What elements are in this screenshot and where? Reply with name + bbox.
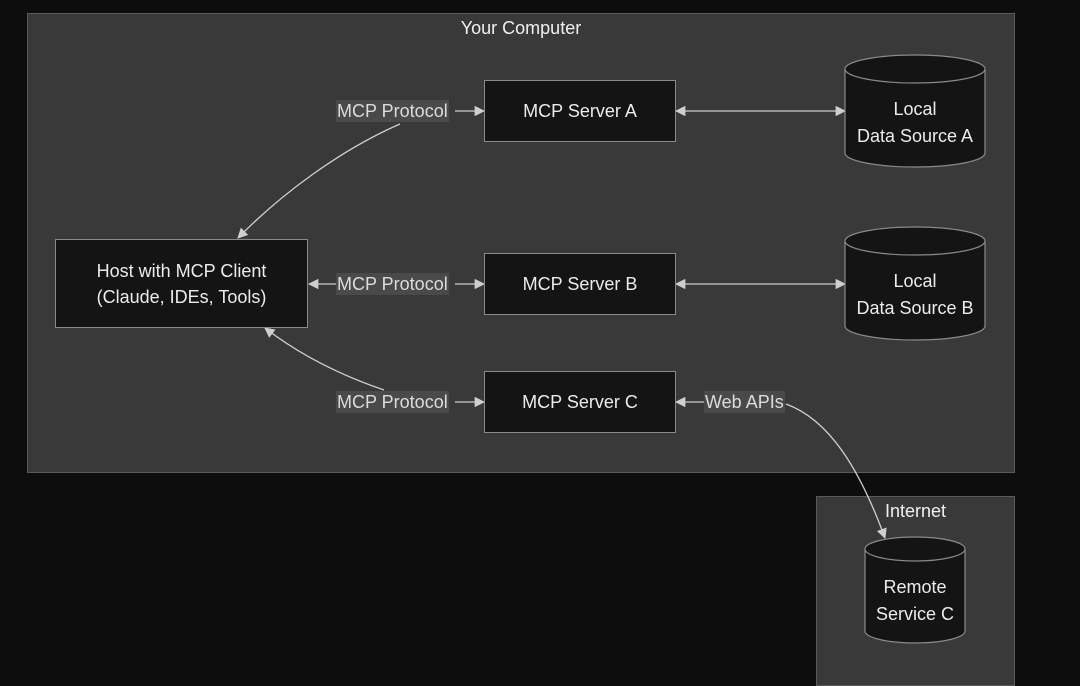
node-server-a-label: MCP Server A	[523, 101, 637, 121]
node-server-b-label: MCP Server B	[522, 274, 638, 294]
edge-host-to-server-c-curve	[264, 327, 385, 391]
node-remote-c-line2: Service C	[875, 604, 955, 624]
node-host-mcp-client: Host with MCP Client (Claude, IDEs, Tool…	[55, 239, 308, 328]
node-local-data-source-b: Local Data Source B	[845, 254, 985, 336]
edge-web-apis-to-remote-c	[785, 403, 887, 539]
edge-host-to-server-a-curve	[237, 123, 401, 239]
node-local-data-source-a: Local Data Source A	[845, 82, 985, 164]
edge-label-host-server-c: MCP Protocol	[336, 391, 449, 413]
node-source-a-line1: Local	[893, 99, 937, 119]
node-source-b-line1: Local	[893, 271, 937, 291]
node-source-b-line2: Data Source B	[856, 298, 974, 318]
node-source-a-line2: Data Source A	[856, 126, 974, 146]
node-mcp-server-c: MCP Server C	[484, 371, 676, 433]
cylinder-source-b-shape	[844, 226, 986, 341]
node-host-line1: Host with MCP Client	[96, 260, 267, 281]
cluster-title-internet: Internet	[884, 501, 947, 521]
node-remote-service-c: Remote Service C	[865, 561, 965, 641]
node-mcp-server-b: MCP Server B	[484, 253, 676, 315]
cluster-internet: Internet	[816, 496, 1015, 686]
node-server-c-label: MCP Server C	[522, 392, 638, 412]
edge-label-host-server-b: MCP Protocol	[336, 273, 449, 295]
node-mcp-server-a: MCP Server A	[484, 80, 676, 142]
node-host-line2: (Claude, IDEs, Tools)	[96, 286, 267, 307]
node-remote-c-line1: Remote	[883, 577, 947, 597]
cylinder-remote-c-shape	[864, 536, 966, 644]
edge-label-host-server-a: MCP Protocol	[336, 100, 449, 122]
cluster-title-your-computer: Your Computer	[460, 18, 582, 38]
edge-label-web-apis: Web APIs	[704, 391, 785, 413]
diagram-edges	[237, 54, 986, 644]
cylinder-source-a-shape	[844, 54, 986, 168]
